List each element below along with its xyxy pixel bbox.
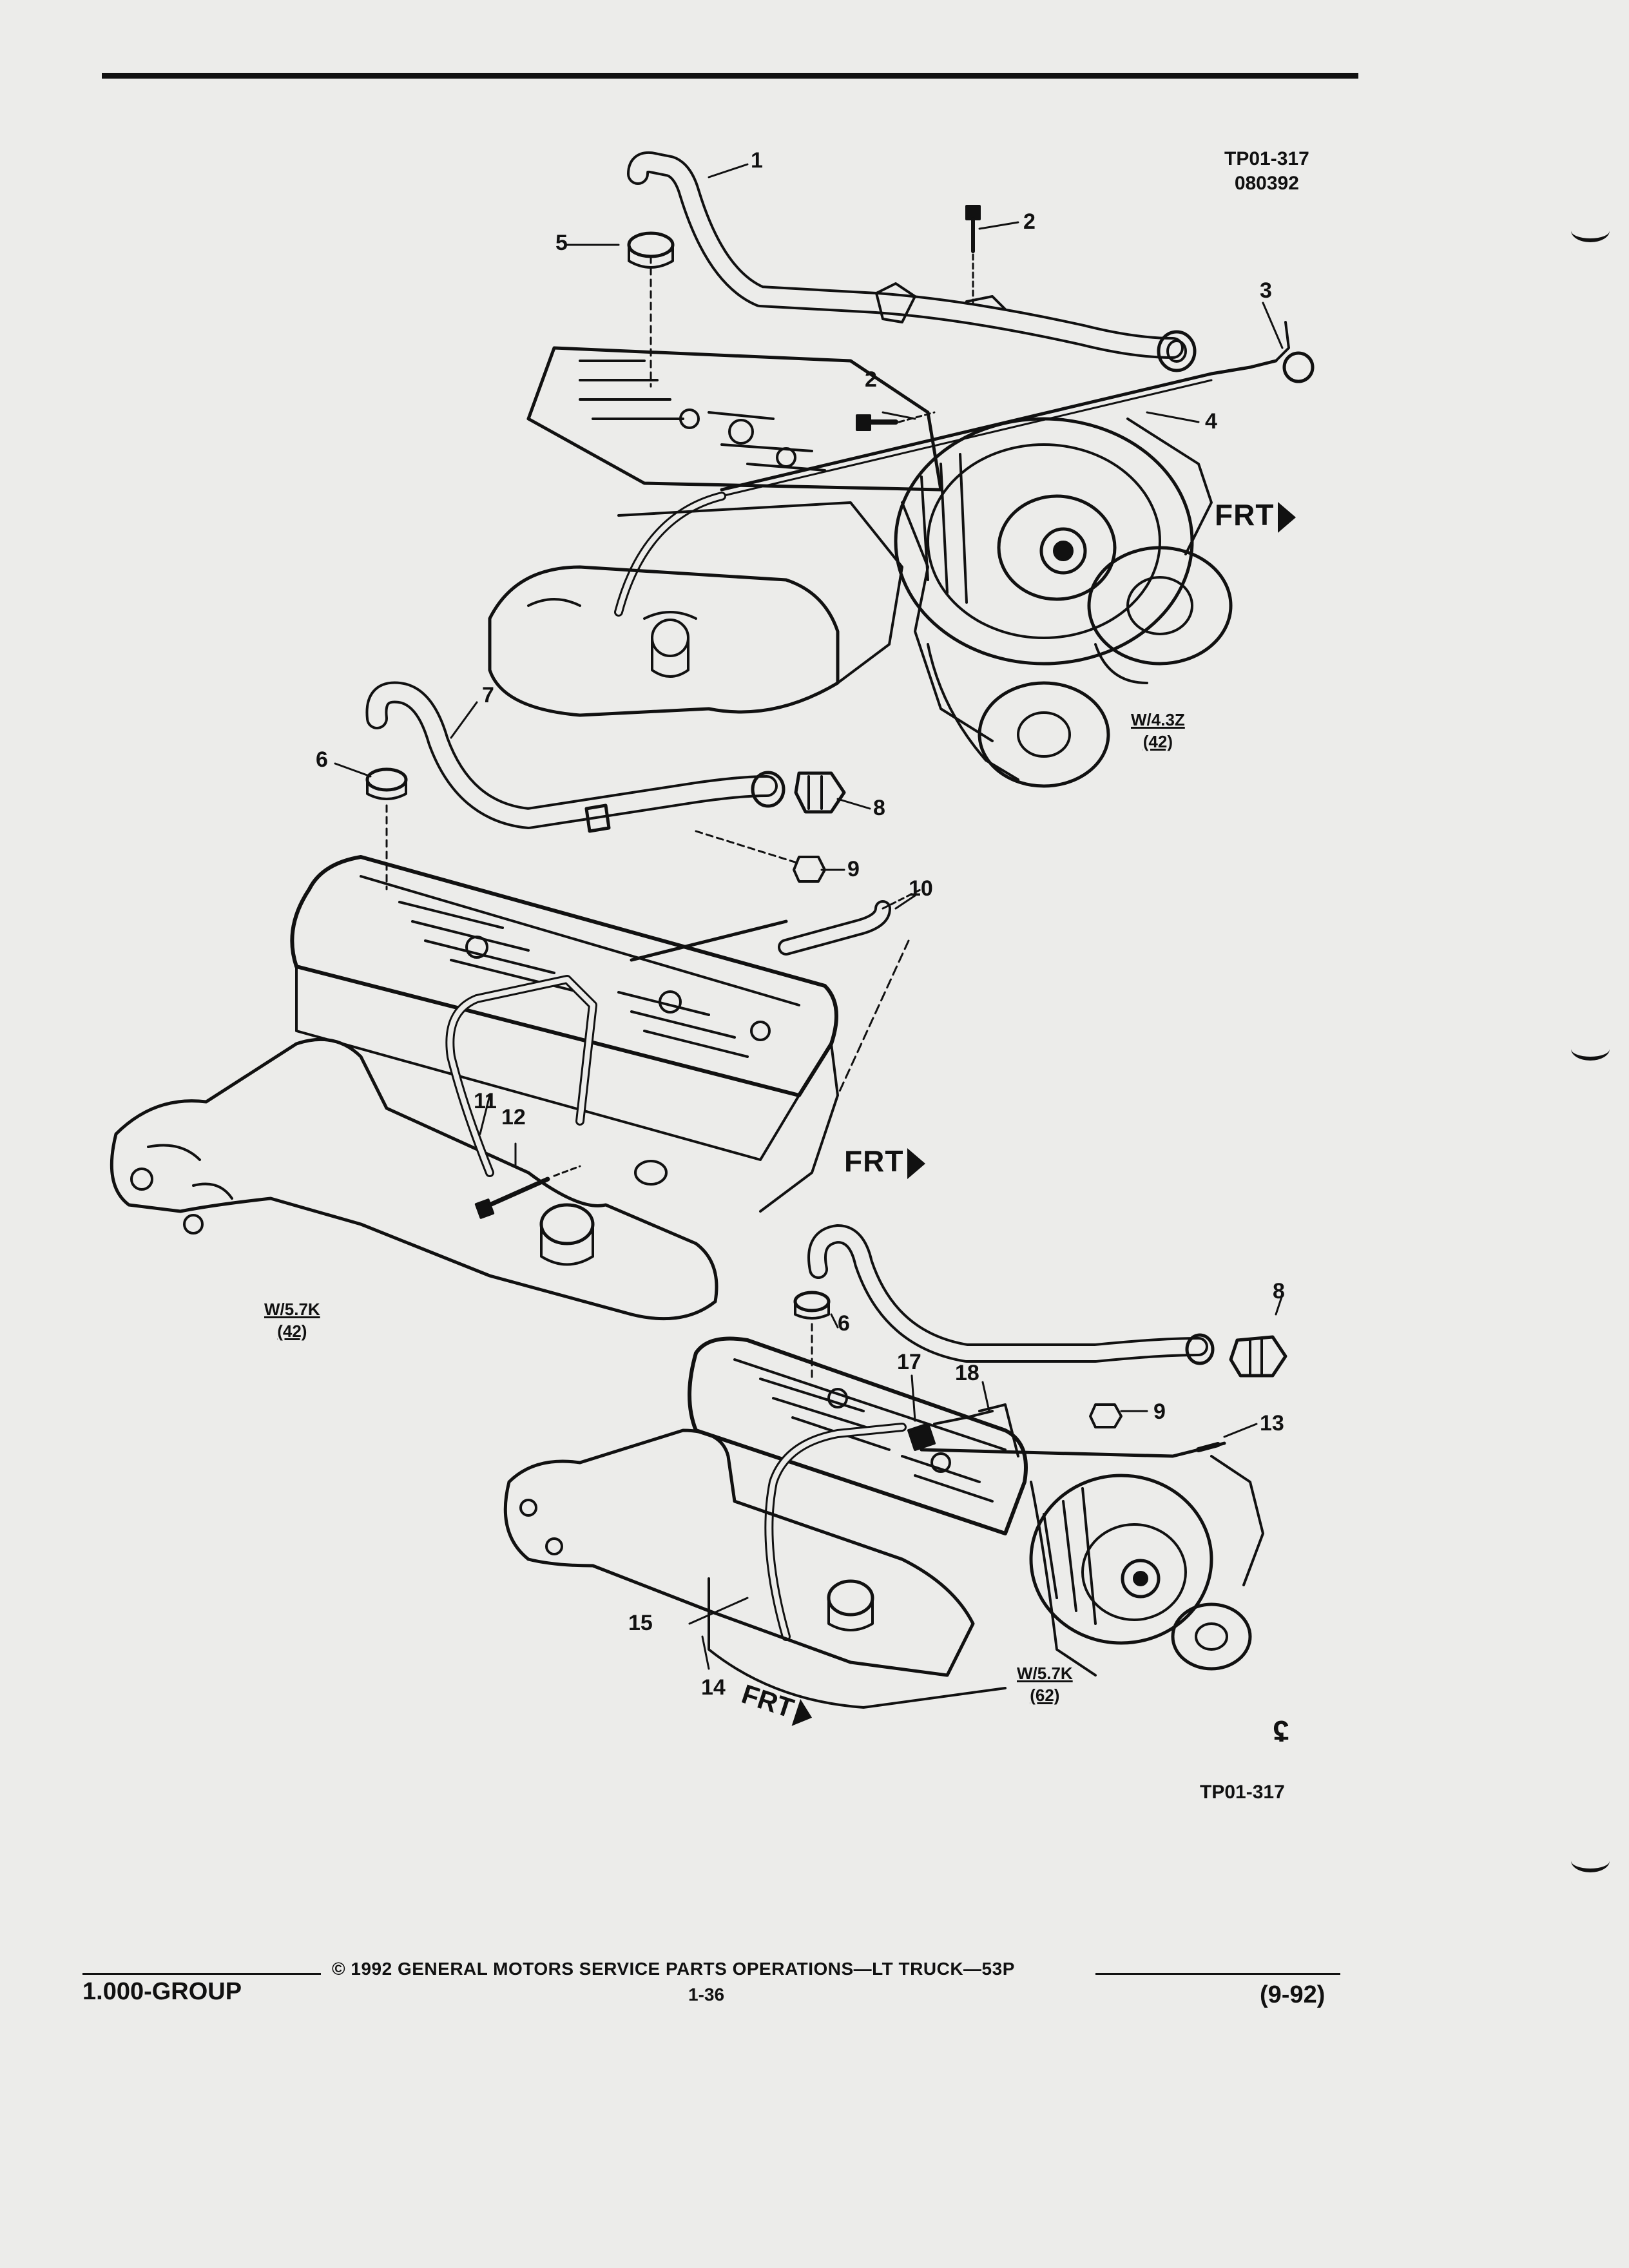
footer-date: (9-92) bbox=[1260, 1981, 1325, 2008]
callout-18: 18 bbox=[955, 1361, 979, 1385]
binder-mark-icon bbox=[1571, 1849, 1610, 1872]
front-indicator-middle: FRT bbox=[844, 1144, 926, 1179]
callout-14: 14 bbox=[701, 1675, 726, 1700]
footer-rule-left bbox=[82, 1973, 321, 1975]
callout-2-left: 2 bbox=[865, 367, 877, 392]
callout-8-middle: 8 bbox=[873, 796, 885, 820]
variant-middle-rpo: (42) bbox=[277, 1321, 307, 1341]
callout-9-bottom: 9 bbox=[1153, 1399, 1166, 1424]
footer-group: 1.000-GROUP bbox=[82, 1978, 242, 2005]
gm-spo-logo: ʢ bbox=[1273, 1715, 1289, 1748]
arrow-right-icon bbox=[1278, 501, 1296, 533]
ref-code-line1: TP01-317 bbox=[1224, 148, 1309, 169]
variant-bottom-engine: W/5.7K bbox=[1017, 1664, 1073, 1683]
variant-label-bottom: W/5.7K (62) bbox=[1017, 1662, 1073, 1706]
callout-12: 12 bbox=[501, 1105, 526, 1129]
middle-engine-assembly bbox=[110, 681, 923, 1321]
arrow-right-icon bbox=[907, 1148, 926, 1179]
binder-mark-icon bbox=[1571, 219, 1610, 242]
ref-code-line2: 080392 bbox=[1234, 173, 1299, 194]
bottom-reference-code: TP01-317 bbox=[1200, 1782, 1285, 1803]
callout-2-top: 2 bbox=[1023, 209, 1036, 234]
callout-6-bottom: 6 bbox=[838, 1311, 850, 1336]
callout-1: 1 bbox=[751, 148, 763, 173]
variant-bottom-rpo: (62) bbox=[1030, 1686, 1060, 1705]
variant-top-engine: W/4.3Z bbox=[1131, 710, 1185, 729]
callout-10: 10 bbox=[909, 876, 933, 901]
bottom-engine-assembly bbox=[503, 1224, 1287, 1709]
leader-lines bbox=[334, 163, 1284, 1670]
front-label: FRT bbox=[844, 1144, 904, 1178]
footer-page-number: 1-36 bbox=[688, 1984, 725, 2004]
footer-rule-right bbox=[1095, 1973, 1340, 1975]
binder-mark-icon bbox=[1571, 1037, 1610, 1061]
variant-middle-engine: W/5.7K bbox=[264, 1300, 320, 1319]
callout-11: 11 bbox=[474, 1089, 497, 1113]
variant-top-rpo: (42) bbox=[1142, 732, 1173, 751]
top-engine-assembly bbox=[488, 151, 1315, 788]
front-label: FRT bbox=[1215, 498, 1275, 532]
reference-code: TP01-317 080392 bbox=[1224, 147, 1309, 196]
front-indicator-top: FRT bbox=[1215, 497, 1296, 533]
callout-13: 13 bbox=[1260, 1411, 1284, 1436]
callout-4: 4 bbox=[1205, 409, 1217, 434]
callout-9-middle: 9 bbox=[847, 857, 860, 881]
callout-3: 3 bbox=[1260, 278, 1272, 303]
variant-label-middle: W/5.7K (42) bbox=[264, 1298, 320, 1342]
callout-8-bottom: 8 bbox=[1273, 1279, 1285, 1303]
callout-7: 7 bbox=[482, 683, 494, 707]
top-rule bbox=[102, 73, 1358, 79]
callout-6-middle: 6 bbox=[316, 747, 328, 772]
callout-15: 15 bbox=[628, 1611, 653, 1635]
callout-5: 5 bbox=[555, 231, 568, 255]
variant-label-top: W/4.3Z (42) bbox=[1131, 709, 1185, 753]
callout-17: 17 bbox=[897, 1350, 921, 1374]
footer-copyright: © 1992 GENERAL MOTORS SERVICE PARTS OPER… bbox=[332, 1959, 1015, 1979]
